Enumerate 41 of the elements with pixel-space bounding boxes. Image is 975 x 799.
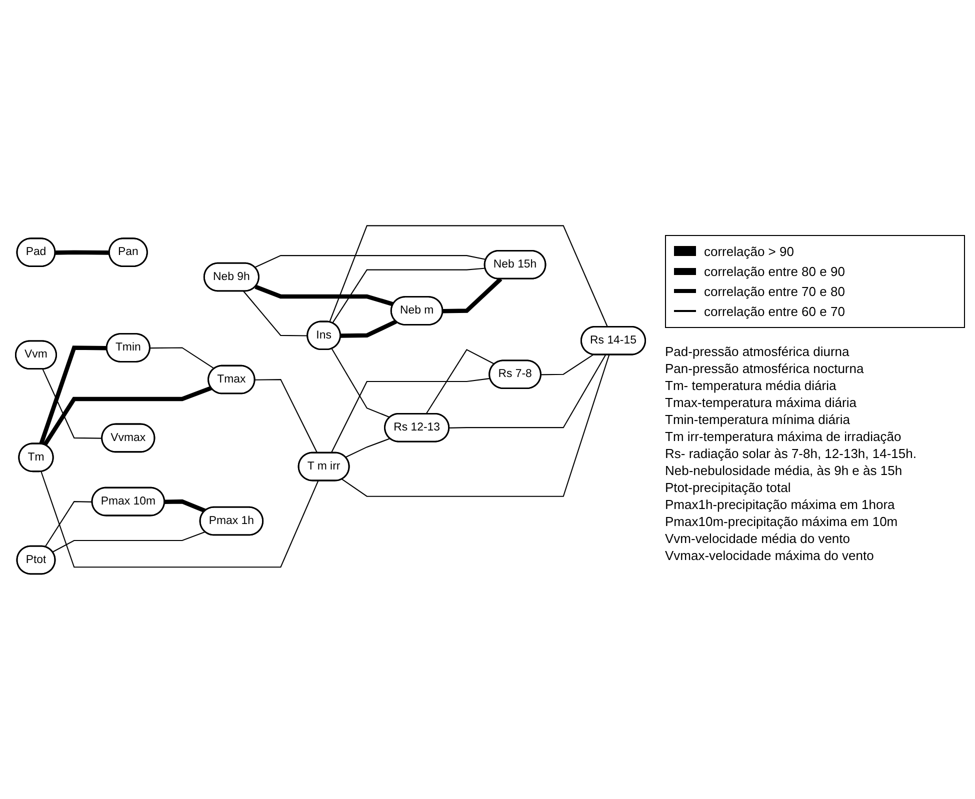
connector [330,378,490,453]
abbreviation-note: Tm irr-temperatura máxima de irradiação [665,428,902,444]
legend-text: correlação > 90 [704,244,794,258]
connector [254,284,394,306]
legend-text: correlação entre 60 e 70 [704,304,845,318]
connector [332,267,486,324]
connector [44,500,92,547]
abbreviation-note: Pmax1h-precipitação máxima em 1hora [665,496,896,512]
abbreviation-note: Pad-pressão atmosférica diurna [665,344,850,358]
abbreviation-note: Tm- temperatura média diária [665,378,838,392]
connector [52,531,206,552]
connector [426,348,495,414]
connector [342,354,610,497]
abbreviation-note: Vvm-velocidade média do vento [665,530,851,546]
abbreviation-note: Tmax-temperatura máxima diária [665,394,858,410]
abbreviation-note: Neb-nebulosidade média, às 9h e às 15h [665,462,904,478]
connector [254,254,486,268]
connector [40,471,319,568]
legend-text: correlação entre 80 e 90 [704,264,845,278]
connector [331,348,390,418]
abbreviation-note: Tmin-temperatura mínima diária [665,412,851,426]
connector [345,438,390,458]
connector [329,224,608,327]
connector [541,354,594,375]
connector [55,250,110,255]
abbreviation-note: Rs- radiação solar às 7-8h, 12-13h, 14-15h. [665,446,918,460]
connector [442,277,502,313]
abbreviation-note: Ptot-precipitação total [665,480,792,494]
connector [243,290,308,336]
connector [164,499,206,513]
legend-text: correlação entre 70 e 80 [704,284,845,298]
connector [42,386,212,446]
abbreviation-note: Pmax10m-precipitação máxima em 10m [665,514,899,528]
abbreviation-note: Pan-pressão atmosférica nocturna [665,360,865,376]
connector [150,346,215,369]
connector [340,319,398,338]
connector [254,378,318,453]
abbreviation-note: Vvmax-velocidade máxima do vento [665,548,875,562]
connector [42,368,102,439]
connector [449,354,606,428]
connector [39,345,107,444]
